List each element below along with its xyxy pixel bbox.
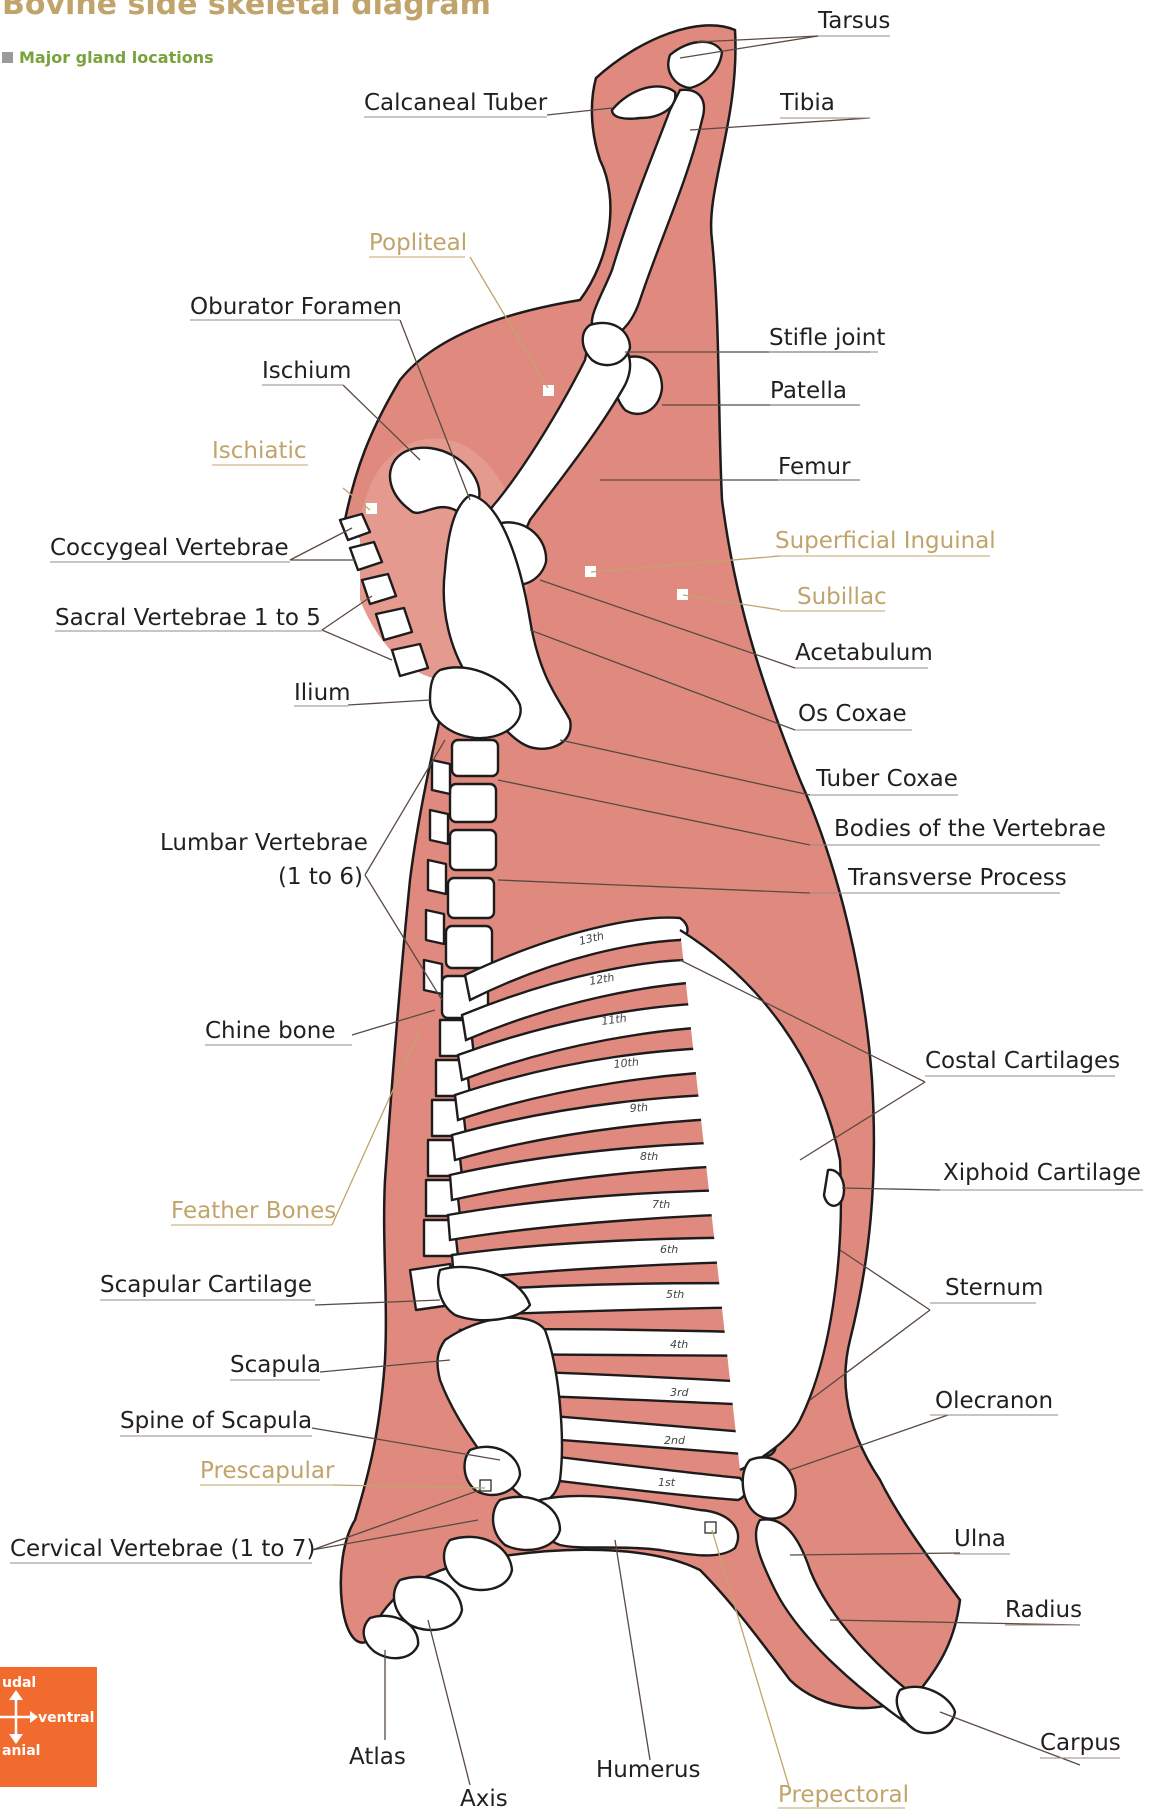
prescapular-gland-marker	[480, 1480, 491, 1491]
rib-number-6: 6th	[660, 1243, 678, 1256]
label-cervical-vertebrae: Cervical Vertebrae (1 to 7)	[10, 1536, 315, 1562]
label-spine-of-scapula: Spine of Scapula	[120, 1408, 312, 1434]
prepectoral-gland-marker	[705, 1522, 716, 1533]
rib-number-10: 10th	[613, 1055, 640, 1071]
label-carpus: Carpus	[1040, 1730, 1121, 1756]
label-humerus: Humerus	[596, 1757, 700, 1783]
label-ischiatic: Ischiatic	[212, 438, 307, 464]
compass-right-label: ventral	[38, 1710, 94, 1726]
compass-bottom-label: anial	[2, 1743, 40, 1759]
stifle-joint	[583, 323, 630, 365]
label-axis: Axis	[460, 1786, 508, 1809]
label-ischium: Ischium	[262, 358, 351, 384]
rib-number-8: 8th	[640, 1150, 658, 1163]
rib-number-4: 4th	[670, 1338, 688, 1351]
label-ilium: Ilium	[294, 680, 351, 706]
rib-number-9: 9th	[629, 1101, 648, 1115]
xiphoid-cartilage-bone	[824, 1170, 844, 1206]
label-lumbar-vertebrae-1: Lumbar Vertebrae	[160, 830, 368, 856]
label-stifle-joint: Stifle joint	[769, 325, 885, 351]
label-oburator-foramen: Oburator Foramen	[190, 294, 402, 320]
label-prescapular: Prescapular	[200, 1458, 335, 1484]
carpus-bone	[897, 1687, 955, 1733]
label-scapula: Scapula	[230, 1352, 321, 1378]
rib-number-2: 2nd	[664, 1434, 686, 1447]
label-subillac: Subillac	[797, 584, 887, 610]
label-olecranon: Olecranon	[935, 1388, 1053, 1414]
diagram-subtitle: Major gland locations	[19, 48, 214, 67]
rib-number-5: 5th	[666, 1288, 684, 1301]
label-lumbar-vertebrae-2: (1 to 6)	[278, 864, 363, 890]
label-sacral-vertebrae: Sacral Vertebrae 1 to 5	[55, 605, 321, 631]
label-feather-bones: Feather Bones	[171, 1198, 336, 1224]
label-tarsus: Tarsus	[817, 8, 890, 34]
rib-number-7: 7th	[652, 1198, 670, 1211]
label-transverse-process: Transverse Process	[847, 865, 1067, 891]
label-scapular-cartilage: Scapular Cartilage	[100, 1272, 312, 1298]
label-radius: Radius	[1005, 1597, 1082, 1623]
label-calcaneal-tuber: Calcaneal Tuber	[364, 90, 548, 116]
rib-number-3: 3rd	[670, 1386, 690, 1399]
label-coccygeal-vertebrae: Coccygeal Vertebrae	[50, 535, 289, 561]
label-tibia: Tibia	[779, 90, 835, 116]
label-os-coxae: Os Coxae	[798, 701, 907, 727]
label-chine-bone: Chine bone	[205, 1018, 335, 1044]
compass-top-label: udal	[2, 1675, 36, 1691]
label-sternum: Sternum	[945, 1275, 1043, 1301]
label-costal-cartilages: Costal Cartilages	[925, 1048, 1120, 1074]
label-prepectoral: Prepectoral	[778, 1782, 909, 1808]
label-tuber-coxae: Tuber Coxae	[815, 766, 958, 792]
subtitle-square-icon	[2, 52, 13, 63]
label-xiphoid-cartilage: Xiphoid Cartilage	[943, 1160, 1141, 1186]
label-popliteal: Popliteal	[369, 230, 467, 256]
subillac-gland-marker	[677, 589, 688, 600]
label-patella: Patella	[770, 378, 847, 404]
label-superficial-inguinal: Superficial Inguinal	[775, 528, 996, 554]
label-bodies-of-vertebrae: Bodies of the Vertebrae	[834, 816, 1106, 842]
label-acetabulum: Acetabulum	[795, 640, 933, 666]
label-femur: Femur	[778, 454, 851, 480]
popliteal-gland-marker	[543, 385, 554, 396]
diagram-title: Bovine side skeletal diagram	[2, 0, 491, 22]
label-atlas: Atlas	[349, 1744, 406, 1770]
orientation-compass: udal ventral anial	[0, 1667, 97, 1787]
label-ulna: Ulna	[954, 1526, 1006, 1552]
rib-number-1: 1st	[658, 1476, 676, 1489]
